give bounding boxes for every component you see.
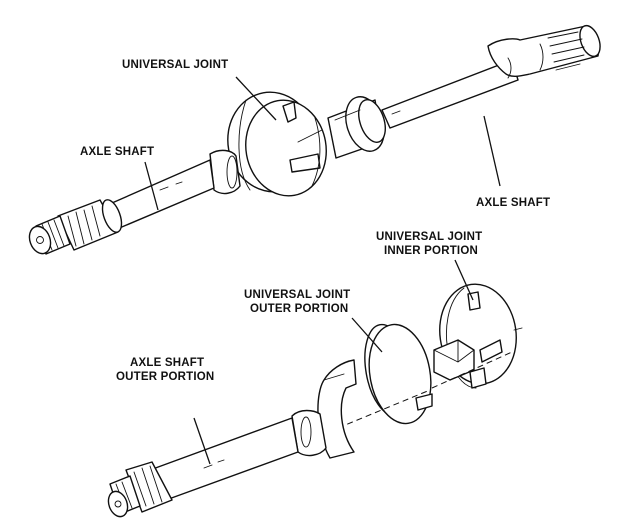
- inner-portion-label-line1: UNIVERSAL JOINT: [376, 231, 482, 243]
- axle-outer-portion-label-line2: OUTER PORTION: [116, 371, 214, 383]
- joint-collar: [327, 96, 386, 159]
- right-axle-shaft-label: AXLE SHAFT: [476, 197, 550, 209]
- axle-outer-portion-leader: [193, 417, 211, 465]
- outer-portion-leader: [351, 317, 383, 353]
- universal-joint-label: UNIVERSAL JOINT: [122, 59, 228, 71]
- axle-shaft-outer-portion: [107, 359, 357, 518]
- outer-portion-label-line1: UNIVERSAL JOINT: [244, 289, 350, 301]
- left-axle-shaft-label: AXLE SHAFT: [80, 146, 154, 158]
- right-axle-shaft-leader: [483, 115, 501, 187]
- assembled-axle-assembly: [28, 24, 601, 255]
- exploded-axle-assembly: [107, 283, 523, 518]
- universal-joint: [227, 91, 327, 197]
- axle-outer-portion-label-line1: AXLE SHAFT: [130, 357, 204, 369]
- right-axle-shaft: [381, 24, 601, 129]
- left-axle-shaft-leader: [144, 161, 159, 211]
- assembly-centerline: [337, 351, 513, 429]
- inner-portion-label-line2: INNER PORTION: [384, 245, 478, 257]
- left-axle-shaft: [28, 149, 241, 255]
- universal-joint-leader: [235, 76, 277, 121]
- inner-portion-leader: [454, 259, 474, 301]
- universal-joint-inner-portion: [433, 283, 523, 389]
- outer-portion-label-line2: OUTER PORTION: [250, 303, 348, 315]
- universal-joint-outer-portion: [364, 323, 433, 425]
